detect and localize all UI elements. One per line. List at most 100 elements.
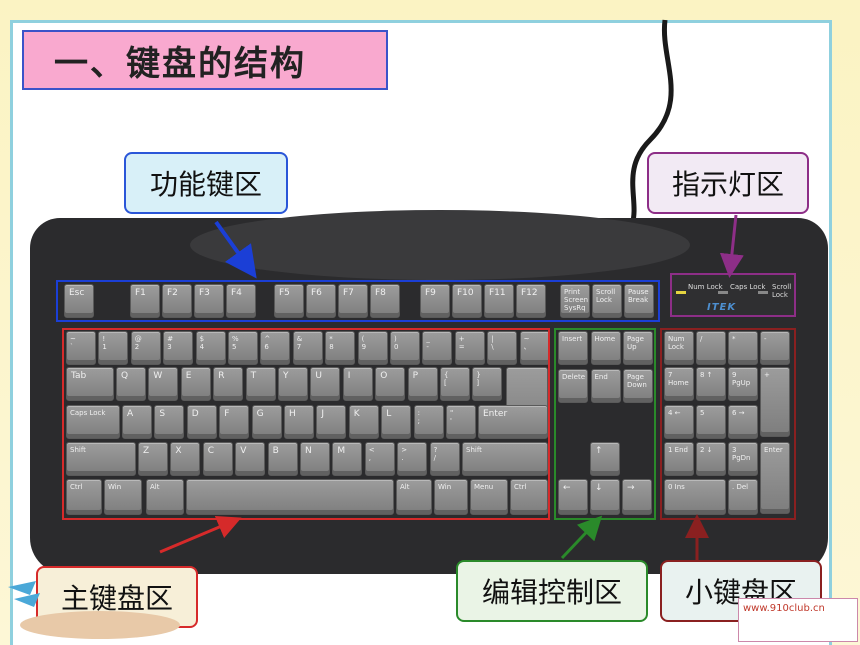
key-edit-3[interactable]: Delete — [558, 369, 588, 403]
key-tab-row-9[interactable]: P — [407, 367, 438, 401]
key-caps-row-0[interactable]: A — [122, 405, 152, 439]
key-numpad-10[interactable]: 6 → — [728, 405, 758, 439]
key-shift-row-0[interactable]: Z — [138, 442, 168, 476]
key-tab-row-3[interactable]: R — [213, 367, 244, 401]
key-caps-row-4[interactable]: G — [251, 405, 282, 439]
key-numpad-0[interactable]: Num Lock — [664, 331, 694, 365]
key-numpad-15[interactable]: 0 Ins — [664, 479, 726, 515]
key-num-1[interactable]: !1 — [98, 331, 129, 365]
key-numpad-8[interactable]: 4 ← — [664, 405, 694, 439]
key-numpad-14[interactable]: Enter — [760, 442, 790, 514]
key-edit-5[interactable]: Page Down — [623, 369, 653, 403]
key-num-2[interactable]: @2 — [130, 331, 161, 365]
key-caps-lock[interactable]: Caps Lock — [66, 405, 120, 439]
key-fn-14[interactable]: Scroll Lock — [592, 284, 622, 318]
key-tab-row-6[interactable]: U — [310, 367, 341, 401]
key-numpad-11[interactable]: 1 End — [664, 442, 694, 476]
key-bottom-7[interactable]: Ctrl — [510, 479, 548, 515]
key-tab-row-8[interactable]: O — [375, 367, 406, 401]
key-fn-4[interactable]: F4 — [226, 284, 256, 318]
key-num-13[interactable]: |\ — [487, 331, 518, 365]
key-fn-7[interactable]: F7 — [338, 284, 368, 318]
key-bottom-6[interactable]: Menu — [470, 479, 508, 515]
key-arrow-left[interactable]: ← — [558, 479, 588, 515]
key-shift-row-1[interactable]: X — [170, 442, 201, 476]
key-shift-row-6[interactable]: M — [332, 442, 363, 476]
key-fn-8[interactable]: F8 — [370, 284, 400, 318]
key-enter[interactable]: Enter — [478, 405, 548, 439]
key-arrow-down[interactable]: ↓ — [590, 479, 620, 515]
key-edit-4[interactable]: End — [590, 369, 621, 403]
key-num-4[interactable]: $4 — [195, 331, 226, 365]
key-tab-row-2[interactable]: E — [180, 367, 211, 401]
key-caps-row-3[interactable]: F — [219, 405, 250, 439]
key-numpad-3[interactable]: - — [760, 331, 790, 365]
key-numpad-7[interactable]: + — [760, 367, 790, 437]
key-shift-row-8[interactable]: >. — [397, 442, 428, 476]
key-shift-left[interactable]: Shift — [66, 442, 136, 476]
key-edit-1[interactable]: Home — [590, 331, 621, 365]
key-tab-row-11[interactable]: }] — [472, 367, 503, 401]
key-shift-row-7[interactable]: <, — [364, 442, 395, 476]
key-edit-0[interactable]: Insert — [558, 331, 588, 365]
key-fn-15[interactable]: Pause Break — [624, 284, 654, 318]
key-numpad-5[interactable]: 8 ↑ — [696, 367, 726, 401]
key-num-0[interactable]: ~` — [66, 331, 96, 365]
key-caps-row-6[interactable]: J — [316, 405, 347, 439]
key-tab[interactable]: Tab — [66, 367, 114, 401]
key-numpad-2[interactable]: * — [728, 331, 758, 365]
key-tab-row-10[interactable]: {[ — [440, 367, 470, 401]
key-caps-row-8[interactable]: L — [381, 405, 412, 439]
key-caps-row-1[interactable]: S — [154, 405, 185, 439]
key-caps-row-9[interactable]: :; — [413, 405, 444, 439]
key-num-5[interactable]: %5 — [228, 331, 258, 365]
key-fn-13[interactable]: Print Screen SysRq — [560, 284, 590, 318]
key-num-12[interactable]: += — [454, 331, 485, 365]
key-numpad-1[interactable]: / — [696, 331, 726, 365]
key-bottom-0[interactable]: Ctrl — [66, 479, 102, 515]
key-numpad-13[interactable]: 3 PgDn — [728, 442, 758, 476]
key-bottom-4[interactable]: Alt — [396, 479, 432, 515]
key-bottom-1[interactable]: Win — [104, 479, 142, 515]
key-num-14[interactable]: ~、 — [519, 331, 550, 365]
key-num-7[interactable]: &7 — [292, 331, 323, 365]
key-num-6[interactable]: ^6 — [260, 331, 291, 365]
key-shift-row-9[interactable]: ?/ — [429, 442, 460, 476]
key-arrow-right[interactable]: → — [622, 479, 652, 515]
key-num-3[interactable]: #3 — [163, 331, 194, 365]
key-tab-row-4[interactable]: T — [245, 367, 276, 401]
key-numpad-6[interactable]: 9 PgUp — [728, 367, 758, 401]
key-num-10[interactable]: )0 — [390, 331, 420, 365]
key-bottom-5[interactable]: Win — [434, 479, 468, 515]
key-fn-5[interactable]: F5 — [274, 284, 304, 318]
key-shift-right[interactable]: Shift — [462, 442, 548, 476]
key-tab-row-0[interactable]: Q — [116, 367, 146, 401]
key-numpad-12[interactable]: 2 ↓ — [696, 442, 726, 476]
key-tab-row-1[interactable]: W — [148, 367, 179, 401]
key-shift-row-5[interactable]: N — [300, 442, 330, 476]
key-numpad-16[interactable]: . Del — [728, 479, 758, 515]
key-caps-row-7[interactable]: K — [348, 405, 379, 439]
key-num-8[interactable]: *8 — [325, 331, 356, 365]
key-bottom-3[interactable] — [186, 479, 394, 515]
key-numpad-9[interactable]: 5 — [696, 405, 726, 439]
key-fn-9[interactable]: F9 — [420, 284, 450, 318]
key-shift-row-3[interactable]: V — [235, 442, 266, 476]
key-tab-row-7[interactable]: I — [342, 367, 373, 401]
key-edit-2[interactable]: Page Up — [623, 331, 653, 365]
key-fn-10[interactable]: F10 — [452, 284, 482, 318]
key-caps-row-2[interactable]: D — [186, 405, 217, 439]
key-fn-1[interactable]: F1 — [130, 284, 160, 318]
key-shift-row-4[interactable]: B — [267, 442, 298, 476]
key-fn-11[interactable]: F11 — [484, 284, 514, 318]
key-num-11[interactable]: _- — [422, 331, 453, 365]
key-fn-2[interactable]: F2 — [162, 284, 192, 318]
key-caps-row-10[interactable]: "' — [446, 405, 476, 439]
key-fn-0[interactable]: Esc — [64, 284, 94, 318]
key-tab-row-5[interactable]: Y — [278, 367, 308, 401]
key-numpad-4[interactable]: 7 Home — [664, 367, 694, 401]
key-fn-3[interactable]: F3 — [194, 284, 224, 318]
key-num-9[interactable]: (9 — [357, 331, 388, 365]
key-caps-row-5[interactable]: H — [284, 405, 314, 439]
key-fn-6[interactable]: F6 — [306, 284, 336, 318]
